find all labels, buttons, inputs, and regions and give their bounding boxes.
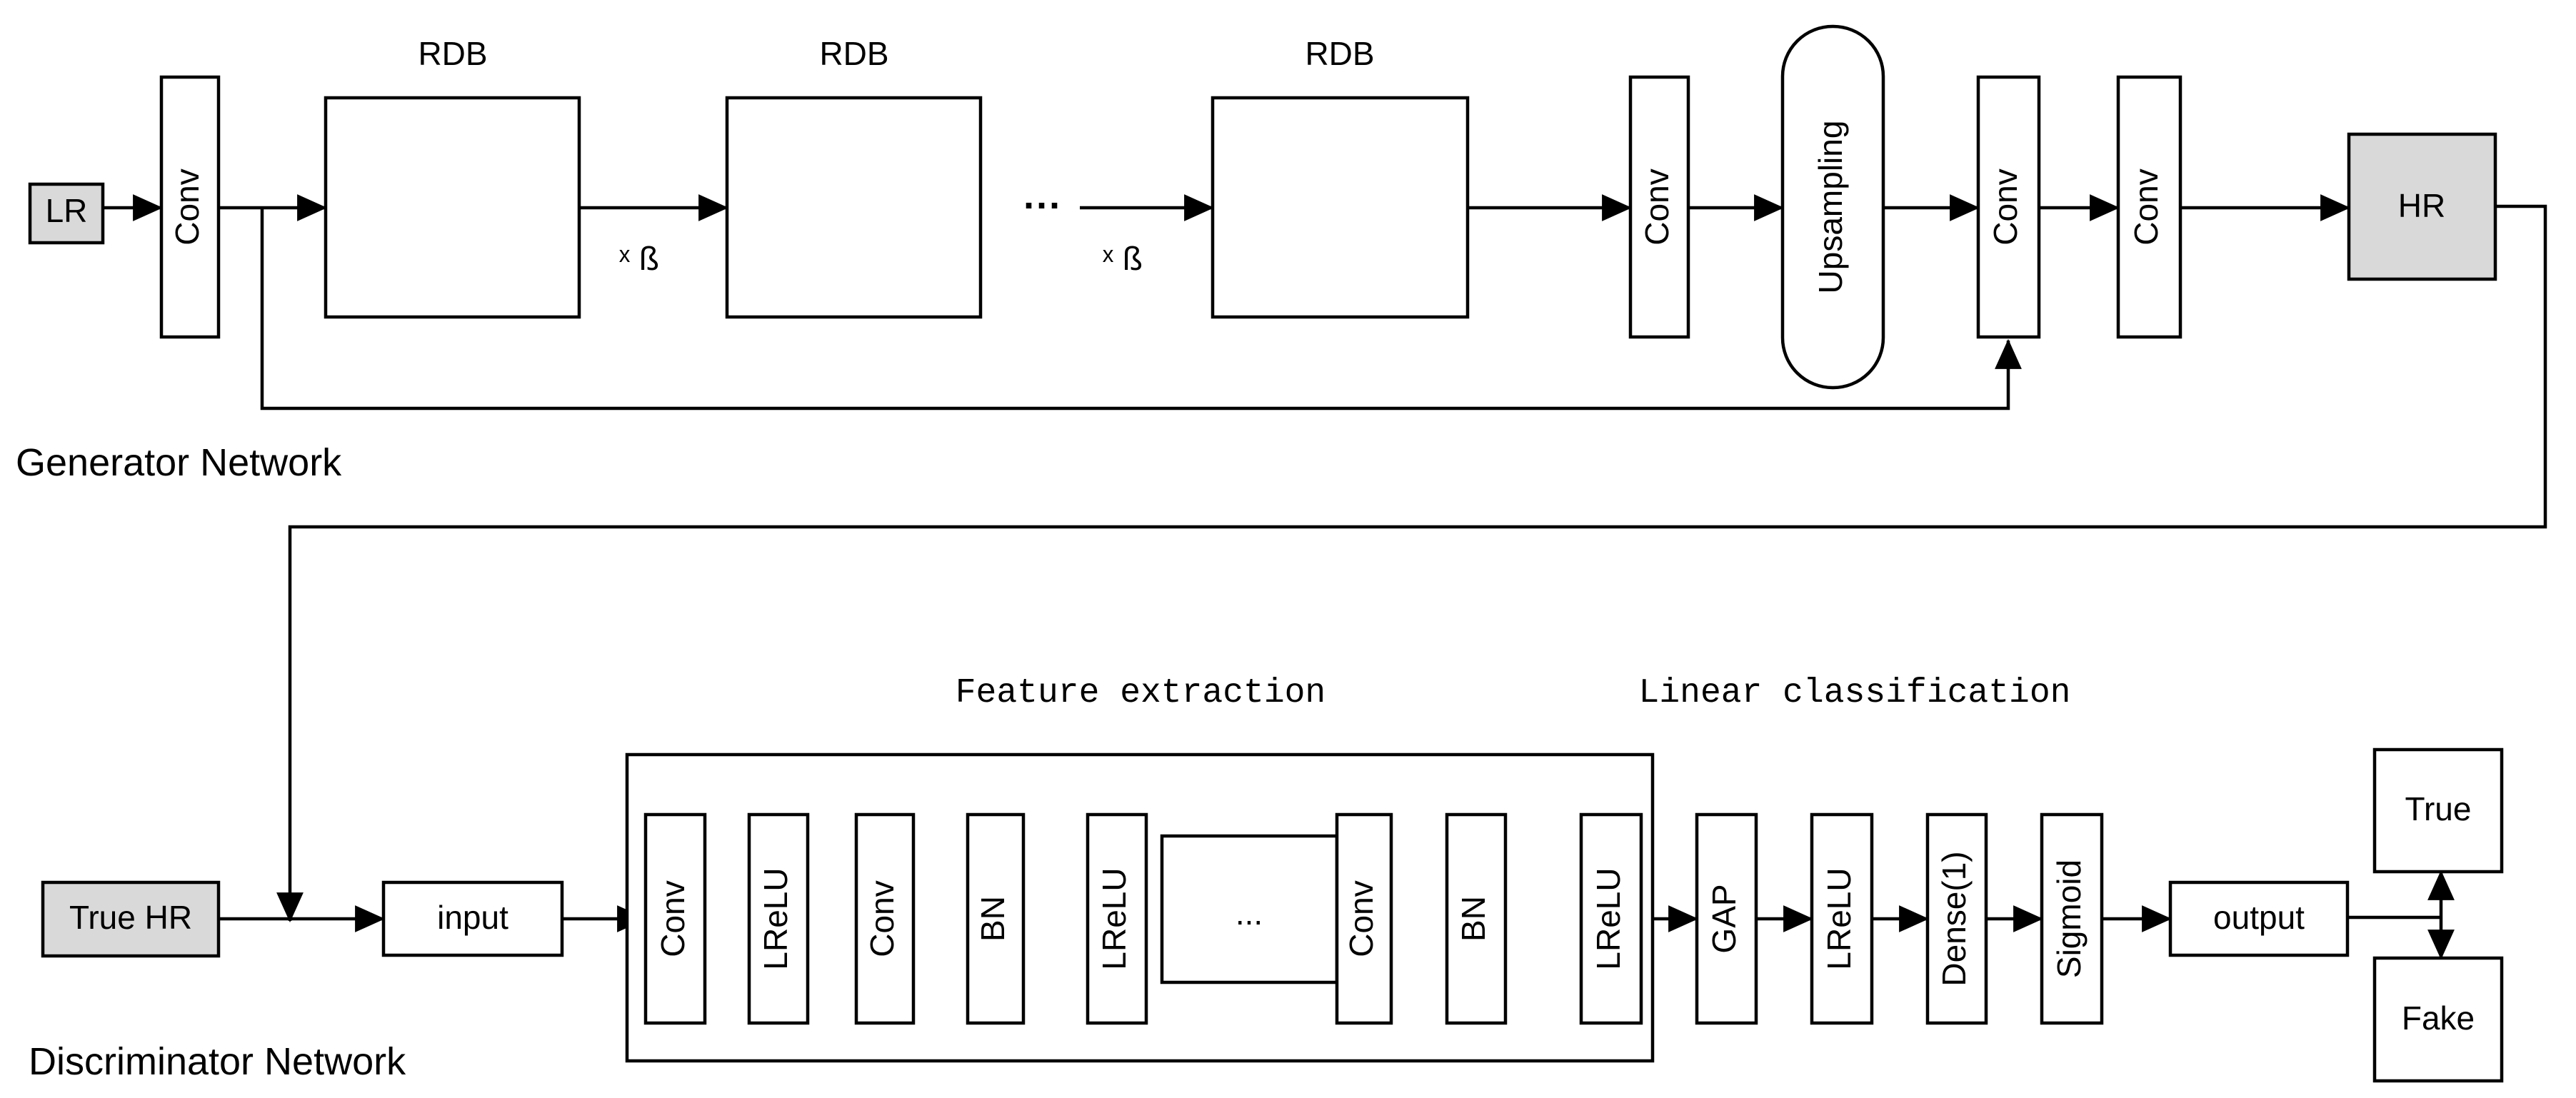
disc-lrelu-3-label: LReLU [1590,867,1627,969]
fake-label: Fake [2402,999,2475,1037]
true-label: True [2405,790,2472,827]
disc-gap-label: GAP [1705,884,1743,953]
hr-output-box [2347,132,2497,281]
output-label: output [2213,899,2305,936]
repeated-blocks-box [1160,834,1339,984]
generator-conv-4 [2116,75,2182,339]
generator-conv-1 [159,75,221,339]
input-label: input [437,899,508,936]
true-hr-label: True HR [69,899,192,936]
disc-dense [1925,812,1988,1025]
disc-lrelu-4 [1810,812,1874,1025]
disc-sigmoid-label: Sigmoid [2050,860,2088,978]
discriminator-network-title: Discriminator Network [29,1040,406,1083]
lr-label: LR [46,192,88,229]
true-box [2372,747,2504,874]
generator-network-title: Generator Network [16,441,342,484]
generator-conv-3 [1976,75,2041,339]
output-box [2168,880,2350,957]
disc-lrelu-1 [747,812,810,1025]
discriminator-network: Feature extraction Linear classification… [29,674,2504,1083]
rdb-continuation-dots: ··· [1023,184,1062,227]
generator-conv-1-label: Conv [169,168,206,245]
lr-input-box [28,182,105,245]
disc-conv-1-label: Conv [654,880,691,957]
disc-bn-1-label: BN [974,896,1011,942]
rdb-1-label: RDB [418,35,487,72]
disc-conv-2 [854,812,916,1025]
generator-conv-2 [1628,75,1690,339]
disc-conv-1 [643,812,707,1025]
beta-label-2: ˣ ß [1103,240,1143,277]
arrow-hr-to-discriminator [276,204,2547,923]
disc-bn-1 [966,812,1026,1025]
rdb-3-label: RDB [1305,35,1374,72]
generator-network: LR Conv RDB ˣ ß RDB ··· ˣ ß RDB Conv Ups… [16,24,2497,484]
rdb-block-1 [324,96,581,319]
generator-conv-3-label: Conv [1987,168,2024,245]
hr-label: HR [2398,187,2445,224]
upsampling-label: Upsampling [1812,121,1849,294]
disc-conv-3-label: Conv [1343,880,1380,957]
linear-classification-label: Linear classification [1639,674,2071,712]
fake-box [2372,956,2504,1083]
disc-sigmoid [2040,812,2104,1025]
disc-lrelu-1-label: LReLU [757,867,794,969]
generator-connectors [103,194,2351,411]
feature-extraction-label: Feature extraction [956,674,1325,712]
rdb-block-3 [1211,96,1470,319]
disc-conv-2-label: Conv [863,880,901,957]
disc-dense-label: Dense(1) [1935,851,1973,986]
repeated-blocks-ellipsis: ... [1236,895,1263,932]
disc-lrelu-3 [1579,812,1643,1025]
disc-lrelu-2-label: LReLU [1096,867,1133,969]
disc-conv-3 [1335,812,1393,1025]
disc-bn-2 [1445,812,1508,1025]
true-hr-box [41,880,221,958]
rdb-block-2 [725,96,983,319]
skip-connection [260,208,2022,411]
upsampling-block [1780,24,1885,390]
disc-lrelu-2 [1086,812,1148,1025]
disc-lrelu-4-label: LReLU [1820,867,1858,969]
generator-conv-2-label: Conv [1638,168,1675,245]
disc-gap [1695,812,1758,1025]
rdb-2-label: RDB [819,35,888,72]
generator-conv-4-label: Conv [2128,168,2165,245]
disc-bn-2-label: BN [1455,896,1492,942]
input-box [381,880,564,957]
beta-label-1: ˣ ß [619,240,659,277]
